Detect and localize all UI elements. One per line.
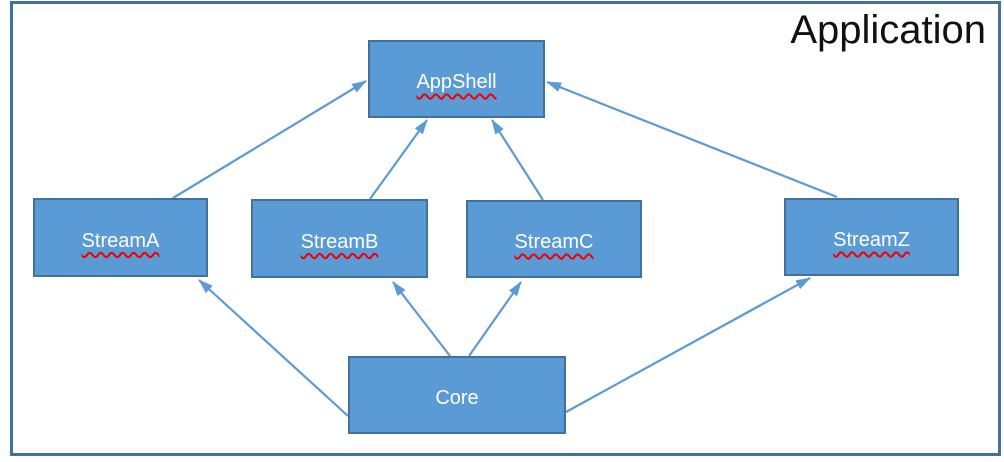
node-streamz[interactable]: StreamZ — [784, 198, 959, 276]
node-streamb[interactable]: StreamB — [251, 199, 428, 278]
node-streamb-label: StreamB — [300, 230, 379, 253]
arrow-core-to-streamb[interactable] — [392, 281, 451, 357]
node-streamc-label: StreamC — [514, 231, 594, 253]
arrow-core-to-streamz[interactable] — [565, 277, 811, 413]
node-streamz-label: StreamZ — [833, 229, 910, 251]
node-streama-label: StreamA — [81, 229, 160, 252]
arrow-streama-to-appshell[interactable] — [172, 80, 367, 199]
diagram-title[interactable]: Application — [790, 8, 986, 52]
arrow-core-to-streamc[interactable] — [468, 281, 522, 357]
node-appshell-label: AppShell — [416, 71, 497, 93]
node-appshell[interactable]: AppShell — [368, 40, 545, 118]
node-streama[interactable]: StreamA — [33, 198, 208, 277]
arrow-streamb-to-appshell[interactable] — [369, 119, 428, 200]
node-streamc[interactable]: StreamC — [466, 200, 642, 278]
arrow-streamc-to-appshell[interactable] — [491, 119, 544, 201]
arrow-streamz-to-appshell[interactable] — [546, 80, 838, 199]
node-core-label: Core — [435, 387, 479, 409]
arrow-core-to-streama[interactable] — [198, 279, 349, 417]
node-core[interactable]: Core — [348, 356, 566, 434]
